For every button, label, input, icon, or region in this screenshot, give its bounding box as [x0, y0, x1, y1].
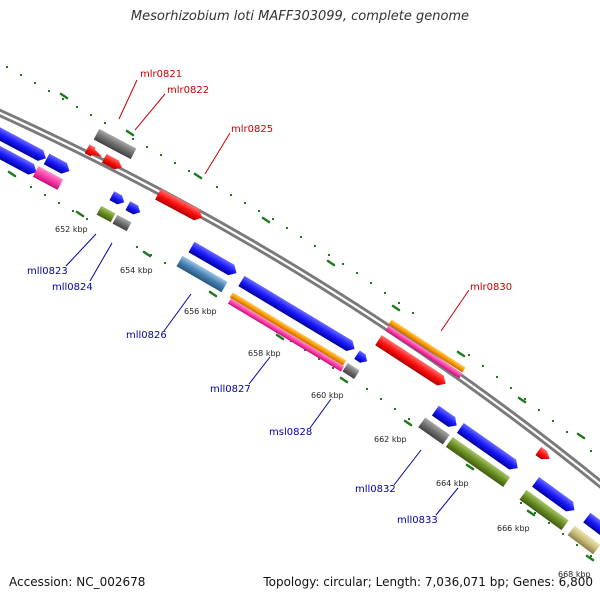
gene-mll0827-orange[interactable] [229, 292, 347, 366]
gene-label-mll0823[interactable]: mll0823 [27, 266, 68, 277]
gene-label-msl0828[interactable]: msl0828 [269, 427, 312, 438]
forward-scale-line [6, 66, 592, 452]
gene-reverse-blue-long[interactable] [238, 275, 357, 354]
forward-gene-labels: mlr0821 mlr0822 mlr0825 mlr0830 [140, 69, 512, 293]
gene-label-mll0824[interactable]: mll0824 [52, 282, 93, 293]
gene-reverse-blue-tiny-1[interactable] [109, 191, 126, 206]
gene-label-mll0827[interactable]: mll0827 [210, 384, 251, 395]
gene-mlr0821[interactable] [93, 128, 137, 160]
gene-reverse-blue-662[interactable] [431, 405, 460, 431]
topology-label: Topology: [263, 575, 320, 589]
gene-reverse-blue-small[interactable] [43, 153, 73, 177]
gene-mll0833[interactable] [445, 437, 511, 487]
gene-label-mlr0821[interactable]: mlr0821 [140, 69, 182, 80]
reverse-scale-line [30, 186, 592, 557]
gene-reverse-blue-left-2[interactable] [0, 138, 39, 178]
length-label: Length: [375, 575, 422, 589]
gene-reverse-blue-edge[interactable] [583, 512, 600, 540]
gene-mlr0830[interactable] [385, 325, 463, 379]
kbp-label-666: 666 kbp [497, 524, 530, 533]
reverse-label-leaders [65, 233, 459, 516]
chromosome-backbone [0, 108, 600, 489]
kbp-label-662: 662 kbp [374, 435, 407, 444]
gene-reverse-blue-660[interactable] [354, 350, 370, 366]
gene-mlr0830-orange[interactable] [388, 319, 466, 373]
gene-olive-666[interactable] [519, 489, 569, 531]
map-title: Mesorhizobium loti MAFF303099, complete … [130, 9, 470, 24]
kbp-label-660: 660 kbp [311, 391, 344, 400]
gene-reverse-magenta-left[interactable] [32, 166, 64, 190]
reverse-gene-labels: mll0823 mll0824 mll0826 mll0827 msl0828 … [27, 266, 438, 526]
kbp-label-658: 658 kbp [248, 349, 281, 358]
gene-msl0828[interactable] [342, 362, 360, 380]
genes-label: Genes: [512, 575, 555, 589]
accession-value: NC_002678 [76, 575, 146, 589]
gene-reverse-blue-tiny-2[interactable] [125, 201, 142, 216]
gene-label-mlr0822[interactable]: mlr0822 [167, 85, 209, 96]
kbp-label-656: 656 kbp [184, 307, 217, 316]
gene-mlr0825[interactable] [155, 188, 205, 223]
topology-value: circular [323, 575, 368, 589]
gene-mll0823[interactable] [96, 205, 116, 223]
length-value: 7,036,071 bp [424, 575, 505, 589]
gene-mll0826[interactable] [176, 255, 228, 293]
gene-mlr0822[interactable] [84, 144, 105, 161]
gene-reverse-blue-664[interactable] [456, 423, 521, 473]
gene-label-mll0826[interactable]: mll0826 [126, 330, 167, 341]
gene-khaki-edge[interactable] [567, 525, 600, 555]
kbp-label-668: 668 kbp [558, 570, 591, 579]
gene-reverse-blue-left-1[interactable] [0, 120, 49, 163]
gene-mll0832[interactable] [418, 417, 450, 445]
gene-mll0827[interactable] [227, 298, 345, 372]
gene-mll0824[interactable] [112, 214, 132, 232]
genes-value: 6,800 [558, 575, 593, 589]
gene-forward-red-tiny[interactable] [535, 446, 552, 463]
gene-reverse-blue-666[interactable] [532, 477, 578, 515]
gene-label-mll0832[interactable]: mll0832 [355, 484, 396, 495]
kbp-position-labels: 652 kbp 654 kbp 656 kbp 658 kbp 660 kbp … [55, 225, 591, 579]
kbp-label-664: 664 kbp [436, 479, 469, 488]
kbp-label-654: 654 kbp [120, 266, 153, 275]
gene-forward-red-long[interactable] [375, 335, 449, 389]
accession-label: Accession: [9, 575, 73, 589]
kbp-label-652: 652 kbp [55, 225, 88, 234]
footer-genome-info: Topology: circular; Length: 7,036,071 bp… [263, 575, 593, 589]
gene-label-mlr0825[interactable]: mlr0825 [231, 124, 273, 135]
footer-accession: Accession: NC_002678 [9, 575, 145, 589]
gene-label-mlr0830[interactable]: mlr0830 [470, 282, 512, 293]
gene-forward-small-red[interactable] [101, 153, 124, 172]
forward-label-leaders [118, 79, 470, 332]
forward-major-ticks [59, 92, 586, 440]
gene-reverse-blue-654[interactable] [188, 241, 239, 278]
gene-label-mll0833[interactable]: mll0833 [397, 515, 438, 526]
reverse-major-ticks [7, 170, 595, 562]
